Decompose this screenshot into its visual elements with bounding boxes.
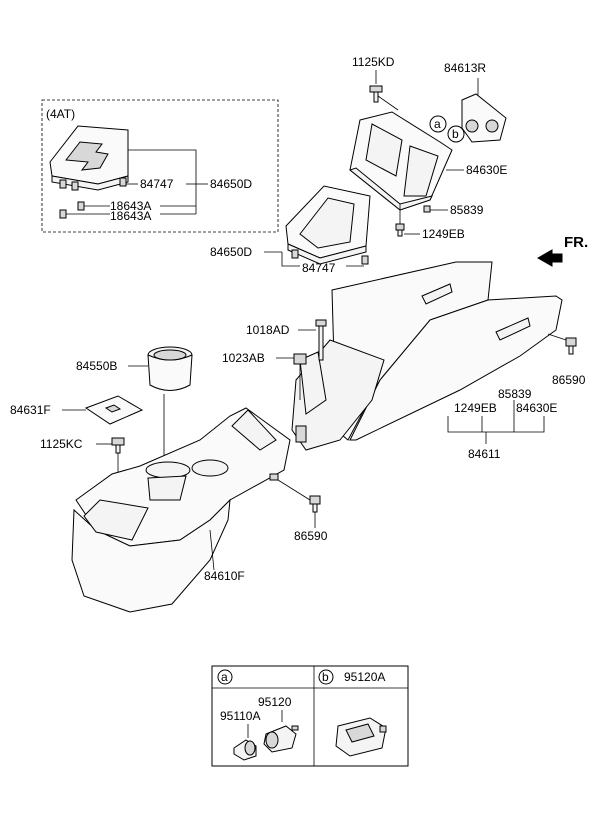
clip-18643a-2 (59, 209, 67, 219)
label-1125kd: 1125KD (352, 55, 395, 69)
label-84630e-mid: 84630E (516, 401, 557, 415)
legend-frame (211, 665, 409, 767)
switch-bezel-84613r (461, 93, 507, 143)
legend-95120a: 95120A (344, 670, 385, 684)
label-84550b: 84550B (76, 359, 117, 373)
bolt-1125kd (369, 85, 383, 103)
legend-table: a b 95120A 95120 95110A (211, 665, 409, 767)
legend-b-circle (318, 669, 334, 685)
mat-84631f (84, 395, 144, 425)
callout-a-circle (429, 115, 447, 133)
inset-4at: (4AT) 84747 84650D 18643A 18643A (41, 99, 279, 233)
callout-b-label: b (452, 127, 459, 141)
nut-1023ab (293, 353, 307, 400)
clip-side (269, 473, 279, 481)
legend-95110a: 95110A (220, 709, 260, 723)
label-84631f: 84631F (10, 403, 51, 417)
label-1018ad: 1018AD (246, 323, 290, 337)
shift-plate-84650d (285, 185, 371, 265)
bracket-84611: 85839 1249EB 84630E 84611 (447, 387, 557, 461)
front-label: FR. (564, 234, 588, 251)
bolt-1125kc (111, 437, 125, 454)
legend-a-circle (217, 669, 233, 685)
label-18643a-2: 18643A (110, 209, 151, 223)
callout-a-label: a (434, 117, 441, 131)
label-84747-inset: 84747 (140, 177, 174, 191)
legend-95120: 95120 (258, 695, 292, 709)
clip-84747-inset (119, 177, 127, 187)
inset-frame-label: (4AT) (46, 107, 75, 121)
inset-shift-plate (49, 125, 129, 191)
inset-frame (41, 99, 279, 233)
label-86590-bottom: 86590 (294, 529, 328, 543)
label-84610f: 84610F (204, 569, 245, 583)
floor-console-84610f (71, 407, 291, 613)
screw-86590-bottom (277, 479, 321, 528)
label-1023ab: 1023AB (222, 351, 265, 365)
label-84650d-inset: 84650D (210, 177, 252, 191)
cup-holder-84550b (147, 346, 193, 391)
clip-85839-top (423, 205, 431, 213)
label-84747: 84747 (302, 261, 336, 275)
label-84611: 84611 (468, 447, 501, 461)
screw-1249eb-top (395, 204, 405, 237)
label-84613r: 84613R (444, 61, 486, 75)
socket-95120 (263, 725, 299, 753)
label-85839-top: 85839 (450, 203, 484, 217)
socket-95120a (335, 717, 387, 757)
center-console-frame (291, 261, 563, 451)
front-arrow-icon (536, 249, 563, 267)
label-1125kc: 1125KC (40, 437, 83, 451)
label-1249eb-top: 1249EB (422, 227, 465, 241)
label-86590-right: 86590 (552, 373, 586, 387)
bolt-1018ad (315, 319, 327, 361)
callout-b-circle (447, 125, 465, 143)
front-direction-indicator: FR. (536, 234, 588, 267)
label-18643a-1: 18643A (110, 199, 151, 213)
clip-18643a-1 (77, 201, 85, 211)
legend-a-label: a (221, 670, 228, 684)
label-1249eb-mid: 1249EB (454, 401, 497, 415)
rear-cover-assembly: 1125KD 84613R a b 84630E 85839 (348, 55, 507, 241)
socket-95110a (233, 739, 257, 761)
legend-b-label: b (322, 670, 329, 684)
screw-86590-right (547, 333, 577, 355)
label-85839-mid: 85839 (498, 387, 532, 401)
label-84630e-top: 84630E (466, 163, 507, 177)
label-84650d: 84650D (210, 245, 252, 259)
